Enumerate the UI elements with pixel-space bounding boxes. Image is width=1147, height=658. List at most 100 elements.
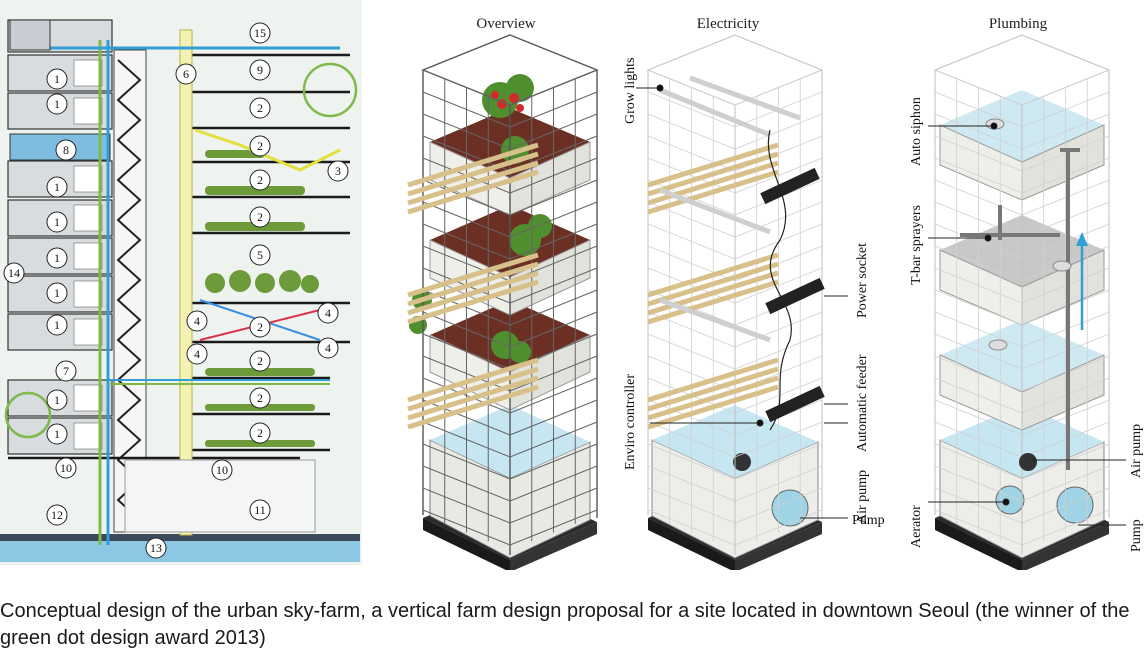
section-marker-circle [55,139,77,161]
section-marker-circle [46,389,68,411]
section-marker-circle [249,499,271,521]
section-marker-number: 2 [257,210,263,224]
enviro-controller-label: Enviro controller [623,374,638,470]
section-marker-circle [46,247,68,269]
section-marker-circle [317,302,339,324]
timber-slat [647,169,779,215]
section-marker-number: 4 [194,314,200,328]
timber-slat [647,279,779,325]
section-marker-circle [249,244,271,266]
section-marker-circle [46,176,68,198]
section-marker-number: 4 [325,306,331,320]
section-marker-number: 10 [60,461,72,475]
section-marker-number: 1 [54,286,60,300]
section-marker-number: 10 [216,463,228,477]
section-marker-number: 1 [54,427,60,441]
section-marker-circle [327,160,349,182]
section-marker-circle [46,211,68,233]
section-marker-circle [249,422,271,444]
section-marker-circle [249,206,271,228]
plumbing-tower: Plumbing Aut [909,16,1144,570]
section-marker-circle [46,504,68,526]
section-marker-number: 1 [54,251,60,265]
section-marker-number: 14 [8,266,20,280]
electricity-title: Electricity [697,16,760,32]
timber-slat [407,142,539,188]
section-marker-number: 9 [257,63,263,77]
section-marker-circle [145,537,167,559]
timber-slat [407,375,539,421]
timber-slat [407,366,539,412]
auto-siphon-label: Auto siphon [909,97,924,166]
section-marker-number: 2 [257,391,263,405]
section-marker-circle [249,97,271,119]
timber-slat [407,270,539,316]
pump-label: Pump [852,513,885,528]
automatic-feeder-label: Automatic feeder [855,354,870,452]
figure-caption: Conceptual design of the urban sky-farm,… [0,600,1130,649]
timber-slat [647,151,779,197]
section-marker-circle [249,22,271,44]
section-marker-number: 6 [183,67,189,81]
yellow-shaft [179,29,193,536]
timber-slat [647,357,779,403]
section-marker-number: 7 [63,364,69,378]
timber-slat [407,252,539,298]
section-marker-number: 5 [257,248,263,262]
plumbing-pump-label: Pump [1129,519,1144,552]
timber-slat [647,366,779,412]
air-pump-label: Air pump [855,470,870,524]
timber-slat [407,261,539,307]
timber-slat [407,169,539,215]
section-marker-circle [186,310,208,332]
section-marker-circle [55,360,77,382]
ground-water [0,540,360,562]
aerator-label: Aerator [909,505,924,548]
section-marker-number: 2 [257,139,263,153]
section-marker-number: 2 [257,101,263,115]
section-marker-circle [46,314,68,336]
plumbing-title: Plumbing [989,16,1048,32]
timber-slat [647,384,779,430]
section-marker-number: 4 [325,341,331,355]
timber-slat [407,384,539,430]
overview-title: Overview [476,16,535,32]
electricity-tower: Electricity [623,16,885,570]
section-marker-circle [249,59,271,81]
section-marker-number: 2 [257,426,263,440]
power-socket-label: Power socket [855,243,870,318]
timber-slat [407,151,539,197]
section-marker-number: 8 [63,143,69,157]
timber-slat [407,357,539,403]
section-marker-number: 11 [254,503,266,517]
stair-core [113,49,147,533]
t-bar-sprayers-label: T-bar sprayers [909,205,924,285]
section-marker-circle [249,169,271,191]
timber-slat [647,261,779,307]
section-marker-circle [211,459,233,481]
section-marker-number: 3 [335,164,341,178]
timber-slat [647,375,779,421]
floor-slabs [8,53,350,460]
section-marker-number: 1 [54,393,60,407]
section-marker-circle [55,457,77,479]
section-marker-number: 4 [194,347,200,361]
section-marker-circle [186,343,208,365]
section-marker-circle [3,262,25,284]
timber-slat [407,160,539,206]
timber-slat [407,279,539,325]
section-marker-number: 1 [54,180,60,194]
plumbing-air-pump-label: Air pump [1129,424,1144,478]
timber-slat [647,142,779,188]
section-marker-circle [249,135,271,157]
section-marker-circle [46,93,68,115]
section-marker-circle [46,68,68,90]
grow-lights-label: Grow lights [623,58,638,125]
section-marker-circle [249,316,271,338]
section-marker-circle [317,337,339,359]
section-marker-number: 1 [54,318,60,332]
section-marker-number: 13 [150,541,162,555]
section-marker-circle [46,282,68,304]
